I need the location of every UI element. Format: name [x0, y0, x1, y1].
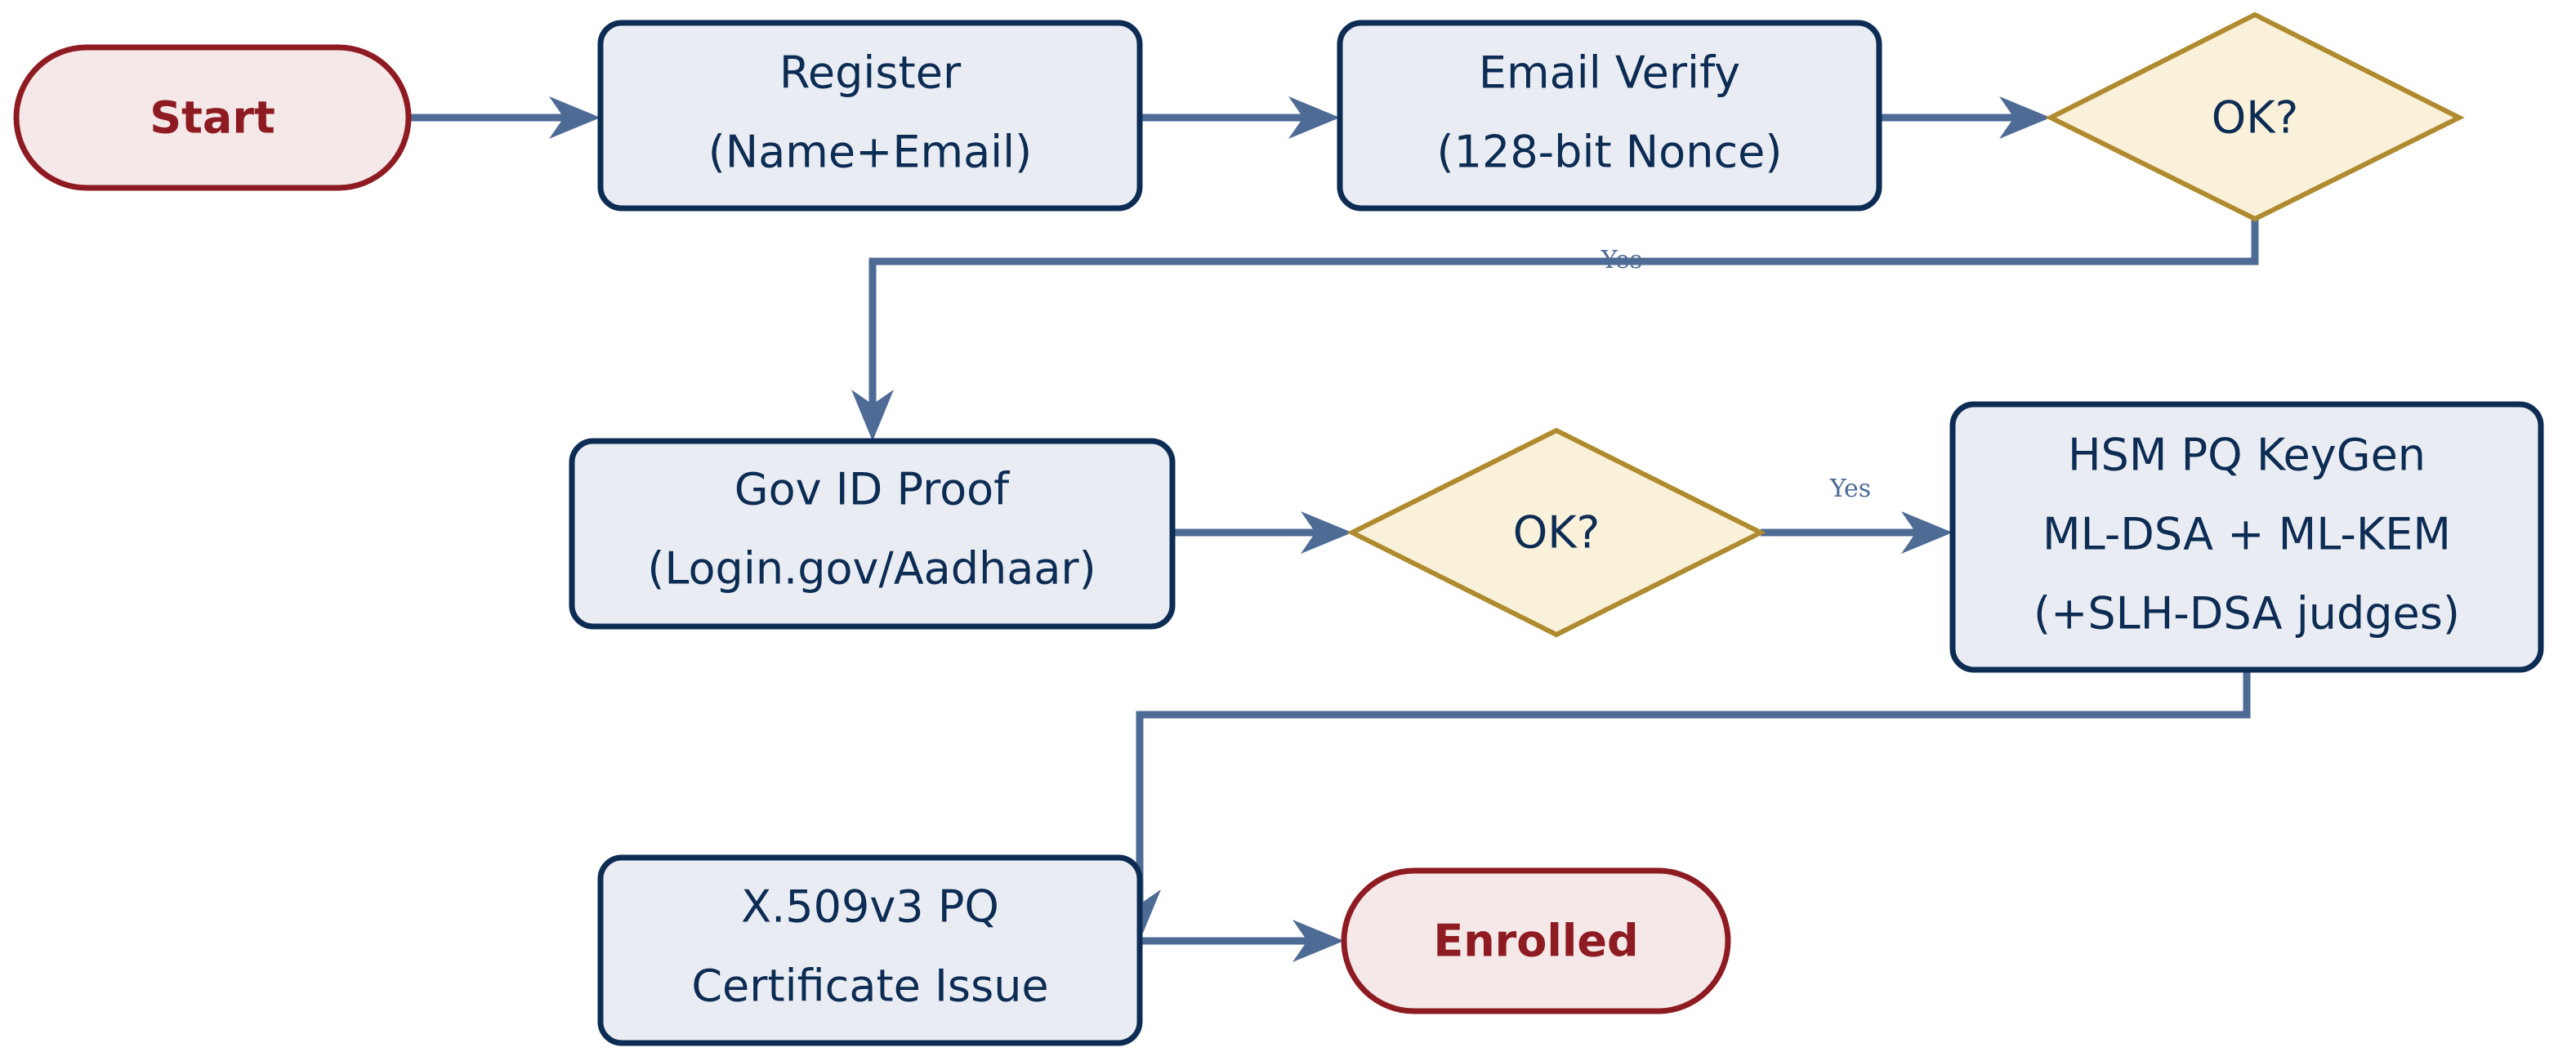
edge-label-yes-gov: Yes	[1829, 475, 1871, 503]
node-gov-id-proof[interactable]: Gov ID Proof (Login.gov/Aadhaar)	[569, 438, 1176, 630]
edge-cert-issue-to-enrolled	[1140, 920, 1344, 962]
node-hsm-keygen[interactable]: HSM PQ KeyGen ML-DSA + ML-KEM (+SLH-DSA …	[1949, 401, 2544, 673]
edge-register-to-email-verify	[1140, 96, 1340, 139]
node-cert-issue[interactable]: X.509v3 PQ Certificate Issue	[597, 854, 1143, 1046]
node-register-line1: Register	[779, 47, 962, 99]
node-decision-email-label: OK?	[2212, 92, 2299, 144]
node-hsm-keygen-line1: HSM PQ KeyGen	[2068, 430, 2426, 481]
node-cert-issue-line1: X.509v3 PQ	[741, 881, 999, 933]
edge-decision-gov-to-keygen	[1761, 511, 1953, 554]
edge-start-to-register	[408, 96, 600, 139]
node-cert-issue-line2: Certificate Issue	[691, 961, 1048, 1012]
node-email-verify-line2: (128-bit Nonce)	[1437, 127, 1783, 178]
node-gov-id-proof-line1: Gov ID Proof	[734, 464, 1011, 515]
node-decision-gov-label: OK?	[1513, 507, 1601, 559]
node-decision-gov[interactable]: OK?	[1346, 427, 1766, 638]
node-register[interactable]: Register (Name+Email)	[597, 20, 1143, 212]
edge-decision-email-to-gov-id	[851, 219, 2259, 441]
node-register-line2: (Name+Email)	[708, 127, 1033, 178]
node-enrolled-label: Enrolled	[1433, 916, 1638, 967]
node-start[interactable]: Start	[13, 44, 412, 191]
node-email-verify-line1: Email Verify	[1479, 47, 1740, 99]
node-start-label: Start	[150, 92, 275, 144]
node-email-verify[interactable]: Email Verify (128-bit Nonce)	[1337, 20, 1882, 212]
edge-label-yes-email: Yes	[1601, 246, 1642, 274]
edge-gov-id-to-decision-gov	[1172, 511, 1352, 554]
node-hsm-keygen-line2: ML-DSA + ML-KEM	[2042, 509, 2451, 560]
node-hsm-keygen-line3: (+SLH-DSA judges)	[2034, 588, 2460, 640]
node-gov-id-proof-line2: (Login.gov/Aadhaar)	[647, 543, 1096, 595]
node-enrolled[interactable]: Enrolled	[1341, 867, 1731, 1014]
edge-email-verify-to-decision-email	[1879, 96, 2051, 139]
node-decision-email[interactable]: OK?	[2045, 11, 2465, 222]
